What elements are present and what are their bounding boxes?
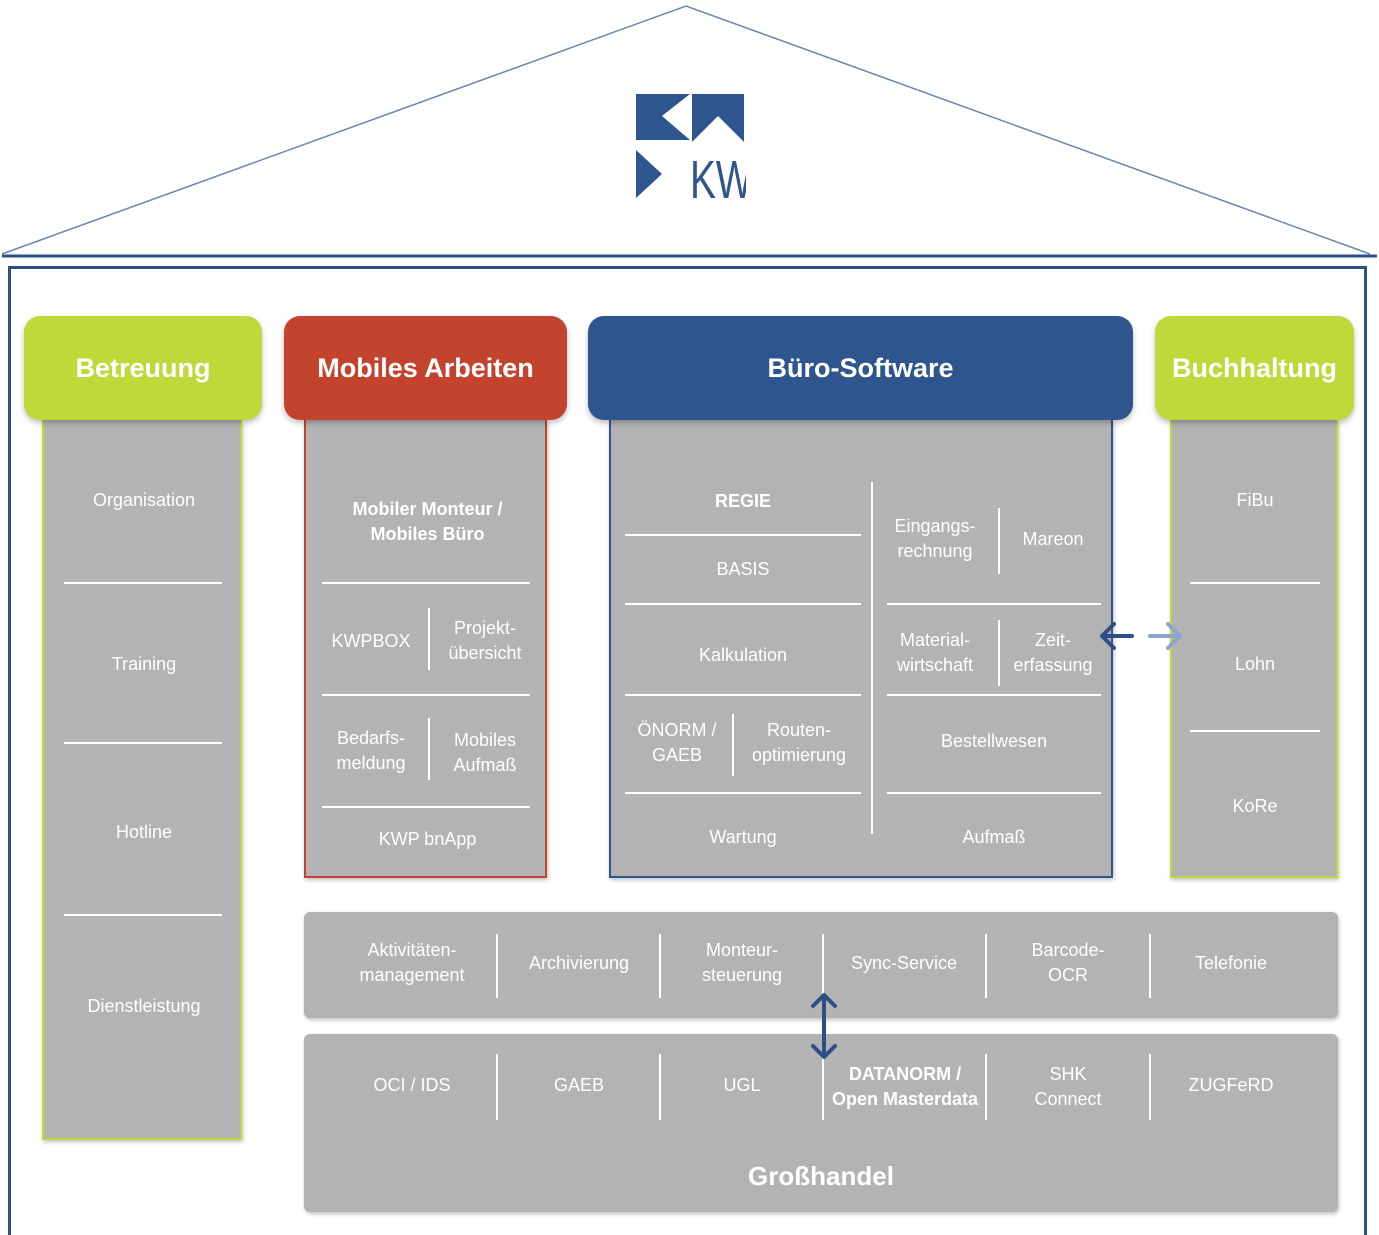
betreuung-item-training: Training <box>111 653 177 674</box>
buero-regie: REGIE <box>714 490 771 511</box>
buero-aufmass: Aufmaß <box>962 826 1026 847</box>
divider <box>428 718 430 780</box>
sync-arrow-icon <box>1100 622 1182 650</box>
divider <box>625 694 861 696</box>
betreuung-header: Betreuung <box>24 316 262 420</box>
service-telefonie: Telefonie <box>1194 952 1268 973</box>
divider <box>887 792 1101 794</box>
logo-text: KWP <box>690 149 746 202</box>
divider <box>64 582 222 584</box>
mobiles-monteur: Mobiler Monteur / Mobiles Büro <box>352 499 503 544</box>
mobiles-column: Mobiler Monteur / Mobiles Büro KWPBOX Pr… <box>304 420 547 878</box>
service-aktivitaeten: Aktivitäten- management <box>359 940 465 985</box>
divider <box>998 508 1000 574</box>
divider <box>887 603 1101 605</box>
divider <box>659 1054 661 1120</box>
mobiles-aufmass: Mobiles Aufmaß <box>453 730 517 775</box>
divider <box>1149 934 1151 998</box>
grosshandel-gaeb: GAEB <box>553 1074 605 1095</box>
divider <box>64 742 222 744</box>
divider <box>496 934 498 998</box>
divider <box>1190 730 1320 732</box>
divider <box>428 608 430 670</box>
mobiles-projekt: Projekt- übersicht <box>448 618 522 663</box>
divider <box>871 482 873 834</box>
divider <box>64 914 222 916</box>
grosshandel-oci: OCI / IDS <box>373 1074 451 1095</box>
divider <box>496 1054 498 1120</box>
buero-column: REGIE BASIS Kalkulation ÖNORM / GAEB Rou… <box>609 420 1113 878</box>
grosshandel-zugferd: ZUGFeRD <box>1188 1074 1274 1095</box>
buero-header: Büro-Software <box>588 316 1133 420</box>
divider <box>985 1054 987 1120</box>
buchhaltung-column: FiBu Lohn KoRe <box>1170 420 1338 878</box>
service-monteur: Monteur- steuerung <box>701 940 783 985</box>
buchhaltung-item-lohn: Lohn <box>1234 653 1276 674</box>
buero-routen: Routen- optimierung <box>751 720 847 765</box>
divider <box>822 1054 824 1120</box>
grosshandel-datanorm: DATANORM / Open Masterdata <box>831 1064 979 1109</box>
divider <box>732 714 734 776</box>
betreuung-column: Organisation Training Hotline Dienstleis… <box>42 420 242 1140</box>
buero-oenorm: ÖNORM / GAEB <box>637 720 717 765</box>
mobiles-title: Mobiles Arbeiten <box>317 352 534 383</box>
divider <box>1149 1054 1151 1120</box>
mobiles-header: Mobiles Arbeiten <box>284 316 567 420</box>
divider <box>985 934 987 998</box>
vertical-sync-arrow-icon <box>811 993 837 1059</box>
buero-bestell: Bestellwesen <box>940 730 1048 751</box>
divider <box>998 620 1000 686</box>
kwp-logo: KWP <box>636 94 746 202</box>
buero-basis: BASIS <box>716 558 770 579</box>
buero-kalkulation: Kalkulation <box>698 644 788 665</box>
grosshandel-ugl: UGL <box>723 1074 761 1095</box>
mobiles-bedarf: Bedarfs- meldung <box>336 728 406 773</box>
buero-zeit: Zeit- erfassung <box>1013 630 1093 675</box>
buero-material: Material- wirtschaft <box>896 630 974 675</box>
divider <box>625 603 861 605</box>
mobiles-kwpbox: KWPBOX <box>331 630 411 651</box>
buchhaltung-header: Buchhaltung <box>1155 316 1354 420</box>
service-archivierung: Archivierung <box>528 952 630 973</box>
buero-eingang: Eingangs- rechnung <box>894 516 976 561</box>
betreuung-item-organisation: Organisation <box>92 489 196 510</box>
divider <box>322 582 530 584</box>
betreuung-item-dienstleistung: Dienstleistung <box>87 995 201 1016</box>
divider <box>659 934 661 998</box>
buero-mareon: Mareon <box>1022 528 1084 549</box>
service-sync: Sync-Service <box>850 952 958 973</box>
divider <box>625 792 861 794</box>
divider <box>322 806 530 808</box>
divider <box>322 694 530 696</box>
service-barcode: Barcode- OCR <box>1031 940 1105 985</box>
buero-wartung: Wartung <box>709 826 777 847</box>
divider <box>822 934 824 998</box>
divider <box>1190 582 1320 584</box>
grosshandel-shk: SHK Connect <box>1034 1064 1102 1109</box>
house-frame <box>8 266 1367 1235</box>
betreuung-item-hotline: Hotline <box>115 821 173 842</box>
grosshandel-bar: OCI / IDS GAEB UGL DATANORM / Open Maste… <box>304 1034 1338 1212</box>
buchhaltung-title: Buchhaltung <box>1172 352 1337 383</box>
grosshandel-title: Großhandel <box>748 1160 894 1191</box>
house-roof <box>1 5 1377 258</box>
mobiles-bnapp: KWP bnApp <box>378 828 477 849</box>
services-bar: Aktivitäten- management Archivierung Mon… <box>304 912 1338 1018</box>
betreuung-title: Betreuung <box>75 352 211 383</box>
divider <box>887 694 1101 696</box>
buero-title: Büro-Software <box>767 352 954 383</box>
buchhaltung-item-kore: KoRe <box>1232 795 1278 816</box>
divider <box>625 534 861 536</box>
buchhaltung-item-fibu: FiBu <box>1236 489 1274 510</box>
